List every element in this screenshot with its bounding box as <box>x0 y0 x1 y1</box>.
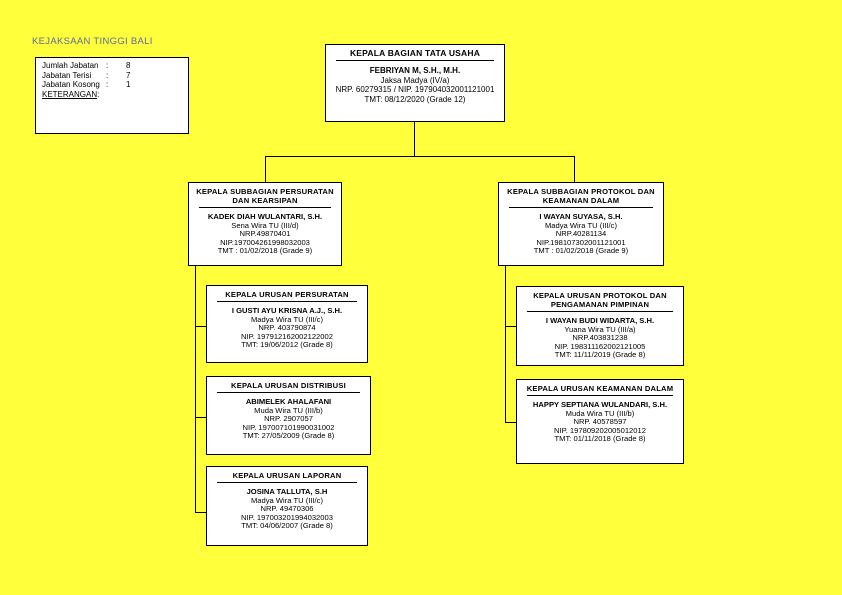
box-rank: Yuana Wira TU (III/a) <box>564 324 636 334</box>
box-nip: NIP.197004261998032003 <box>220 237 310 247</box>
box-name: I WAYAN SUYASA, S.H. <box>539 212 623 221</box>
org-box-kaur-keamanan: KEPALA URUSAN KEAMANAN DALAM HAPPY SEPTI… <box>516 379 684 464</box>
box-tmt: TMT: 27/05/2009 (Grade 8) <box>242 431 335 441</box>
box-name: FEBRIYAN M, S.H., M.H. <box>369 66 461 75</box>
connector-line <box>265 156 575 157</box>
keterangan-label: KETERANGAN <box>42 89 98 99</box>
stat-label: Jabatan Kosong <box>42 80 100 89</box>
box-title: KEPALA URUSAN PROTOKOL DAN PENGAMANAN PI… <box>533 291 667 309</box>
box-name: I GUSTI AYU KRISNA A.J., S.H. <box>231 306 343 315</box>
connector-line <box>505 422 516 423</box>
box-divider <box>509 207 653 208</box>
box-nrp: NRP.49870401 <box>239 229 291 239</box>
connector-line <box>505 326 516 327</box>
box-name: ABIMELEK AHALAFANI <box>245 397 332 406</box>
box-rank: Sena Wira TU (III/d) <box>231 220 299 230</box>
box-nrp: NRP. 403790874 <box>258 323 316 333</box>
stat-row-total: Jumlah Jabatan : 8 <box>42 61 182 71</box>
org-box-kaur-laporan: KEPALA URUSAN LAPORAN JOSINA TALLUTA, S.… <box>206 466 368 546</box>
box-title: KEPALA URUSAN PERSURATAN <box>225 290 349 299</box>
box-divider <box>199 207 331 208</box>
org-box-kasubag-protokol: KEPALA SUBBAGIAN PROTOKOL DAN KEAMANAN D… <box>498 182 664 266</box>
box-rank: Madya Wira TU (III/c) <box>250 495 323 505</box>
box-title: KEPALA SUBBAGIAN PROTOKOL DAN KEAMANAN D… <box>507 187 655 205</box>
box-divider <box>527 311 673 312</box>
box-divider <box>336 60 494 61</box>
box-nrp: NRP. 2907057 <box>264 414 313 424</box>
connector-line <box>195 512 206 513</box>
stat-separator: : <box>106 70 109 80</box>
box-name: HAPPY SEPTIANA WULANDARI, S.H. <box>532 400 668 409</box>
organization-title: KEJAKSAAN TINGGI BALI <box>32 36 153 47</box>
connector-line <box>195 266 196 513</box>
box-nip: NIP. 197912162002122002 <box>241 331 333 341</box>
box-rank: Muda Wira TU (III/b) <box>254 405 323 415</box>
box-rank: Madya Wira TU (III/c) <box>544 220 617 230</box>
box-divider <box>527 395 673 396</box>
org-box-kaur-protokol: KEPALA URUSAN PROTOKOL DAN PENGAMANAN PI… <box>516 286 684 366</box>
box-ids: NRP. 60279315 / NIP. 197904032001121001 <box>335 85 495 94</box>
connector-line <box>574 156 575 182</box>
org-box-kaur-distribusi: KEPALA URUSAN DISTRIBUSI ABIMELEK AHALAF… <box>206 376 371 455</box>
connector-line <box>265 156 266 182</box>
box-title: KEPALA BAGIAN TATA USAHA <box>349 48 481 58</box>
box-nrp: NRP. 40578597 <box>573 417 627 427</box>
box-tmt: TMT: 19/06/2012 (Grade 8) <box>241 340 333 350</box>
stat-value: 7 <box>126 70 131 80</box>
box-nrp: NRP.40281134 <box>555 229 607 239</box>
stat-row-vacant: Jabatan Kosong : 1 <box>42 80 182 90</box>
box-nip: NIP. 198311162002121005 <box>554 341 646 351</box>
stat-value: 1 <box>126 80 131 89</box>
box-tmt: TMT: 11/11/2019 (Grade 8) <box>554 350 646 360</box>
stat-separator: : <box>106 80 109 89</box>
box-tmt: TMT: 01/11/2018 (Grade 8) <box>554 434 646 444</box>
box-nip: NIP.198107302001121001 <box>536 237 626 247</box>
keterangan-suffix: : <box>97 89 100 99</box>
stat-separator: : <box>106 61 109 70</box>
box-nip: NIP. 197007101990031002 <box>242 422 335 432</box>
connector-line <box>195 417 206 418</box>
box-nip: NIP. 197003201994032003 <box>241 512 333 522</box>
org-box-kabag: KEPALA BAGIAN TATA USAHA FEBRIYAN M, S.H… <box>325 44 505 122</box>
box-title: KEPALA URUSAN KEAMANAN DALAM <box>526 384 674 393</box>
connector-line <box>414 122 415 156</box>
keterangan-line: KETERANGAN: <box>42 90 182 100</box>
box-tmt: TMT : 01/02/2018 (Grade 9) <box>217 246 313 256</box>
box-rank: Madya Wira TU (III/c) <box>250 314 323 324</box>
connector-line <box>505 266 506 423</box>
box-divider <box>217 301 357 302</box>
box-nrp: NRP. 49470306 <box>260 504 314 514</box>
box-tmt: TMT : 01/02/2018 (Grade 9) <box>533 246 629 256</box>
box-nrp: NRP.403831238 <box>572 333 628 343</box>
stat-label: Jabatan Terisi <box>42 70 92 80</box>
box-divider <box>217 482 357 483</box>
box-divider <box>217 392 360 393</box>
box-name: KADEK DIAH WULANTARI, S.H. <box>207 212 323 221</box>
stat-row-filled: Jabatan Terisi : 7 <box>42 71 182 81</box>
org-box-kasubag-persuratan: KEPALA SUBBAGIAN PERSURATAN DAN KEARSIPA… <box>188 182 342 266</box>
box-name: JOSINA TALLUTA, S.H <box>246 487 328 496</box>
box-tmt: TMT: 04/06/2007 (Grade 8) <box>241 521 333 531</box>
box-rank: Jaksa Madya (IV/a) <box>380 75 450 85</box>
position-summary-box: Jumlah Jabatan : 8 Jabatan Terisi : 7 Ja… <box>35 57 189 134</box>
box-title: KEPALA SUBBAGIAN PERSURATAN DAN KEARSIPA… <box>196 187 334 205</box>
box-tmt: TMT: 08/12/2020 (Grade 12) <box>364 94 466 104</box>
box-title: KEPALA URUSAN LAPORAN <box>232 471 342 480</box>
stat-value: 8 <box>126 61 131 70</box>
box-rank: Muda Wira TU (III/b) <box>565 408 635 418</box>
box-title: KEPALA URUSAN DISTRIBUSI <box>231 381 346 390</box>
box-nip: NIP. 197809202005012012 <box>554 425 646 435</box>
org-box-kaur-persuratan: KEPALA URUSAN PERSURATAN I GUSTI AYU KRI… <box>206 285 368 363</box>
connector-line <box>195 326 206 327</box>
box-name: I WAYAN BUDI WIDARTA, S.H. <box>545 316 655 325</box>
stat-label: Jumlah Jabatan <box>42 61 99 70</box>
